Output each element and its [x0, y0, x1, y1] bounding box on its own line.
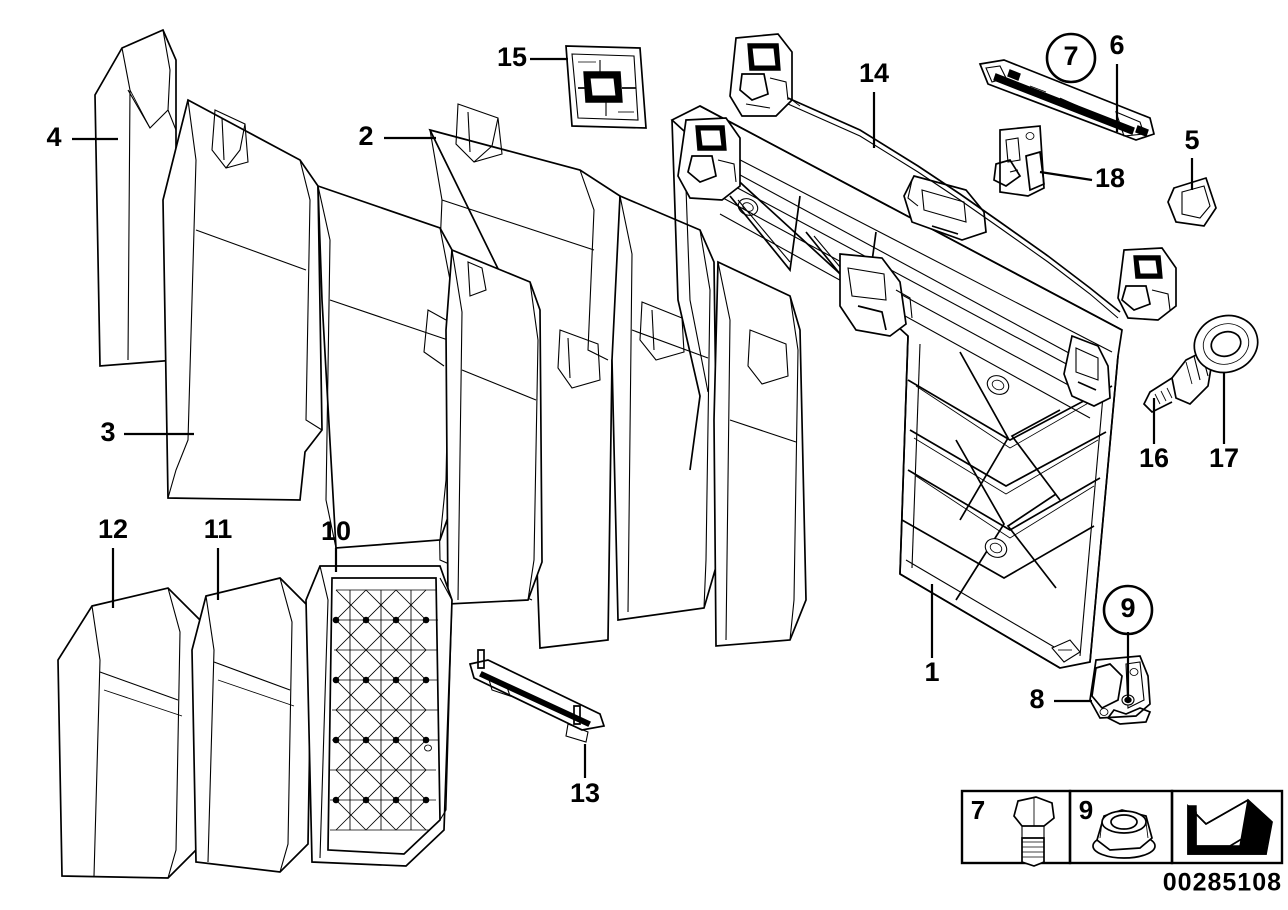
callout-label-12: 12: [98, 514, 128, 544]
callout-label-4: 4: [46, 122, 61, 152]
flange-nut-icon: [1092, 809, 1156, 859]
diagram-id-number: 00285108: [1163, 869, 1282, 897]
part-2c-side-shell: [713, 260, 807, 647]
callout-label-15: 15: [497, 42, 527, 72]
part-1-seat-back-frame-panel: [670, 105, 1123, 669]
callout-label-18: 18: [1095, 163, 1125, 193]
latch-mechanism-upper-left: [729, 33, 793, 117]
callout-label-14: 14: [859, 58, 889, 88]
legend-box: 7 9: [960, 789, 1284, 867]
callout-label-11: 11: [204, 514, 233, 544]
part-2-backrest-cover-right: [317, 103, 629, 649]
latch-mechanism-left-rail: [677, 117, 741, 201]
part-12-center-cushion-cover: [57, 587, 201, 879]
part-18-striker-bracket: [993, 125, 1045, 197]
part-5-cover-cap: [1167, 176, 1217, 227]
callout-label-13: 13: [570, 778, 600, 808]
part-14-release-cable: [787, 97, 1121, 319]
part-3-backrest-cover-left: [162, 98, 323, 501]
callout-circle-7: [1045, 32, 1097, 84]
part-15-access-cover-plate: [565, 45, 647, 129]
callout-leader-lines: [72, 57, 1226, 778]
callout-label-8: 8: [1029, 684, 1044, 714]
part-17-washer: [1193, 314, 1259, 374]
callout-label-7: 7: [1063, 41, 1078, 71]
part-10-lattice-support-panel: [305, 565, 453, 867]
callout-label-10: 10: [321, 516, 351, 546]
callout-label-6: 6: [1109, 30, 1124, 60]
legend-number-9: 9: [1079, 795, 1093, 825]
callout-label-2: 2: [358, 121, 373, 151]
latch-mechanism-center: [839, 253, 913, 337]
callout-label-16: 16: [1139, 443, 1169, 473]
part-13-retaining-strip: [468, 649, 606, 743]
latch-block-right-upper: [1117, 247, 1177, 321]
callout-label-1: 1: [924, 657, 939, 687]
part-8-hinge-bracket: [1089, 655, 1152, 725]
callout-label-9: 9: [1120, 593, 1135, 623]
callout-label-3: 3: [100, 417, 115, 447]
hex-bolt-icon: [1013, 796, 1055, 867]
latch-mechanism-right: [1063, 334, 1111, 407]
part-11-center-cushion-pad: [191, 577, 313, 873]
callout-circle-9: [1102, 584, 1154, 636]
arrow-fold-icon: [1187, 798, 1273, 855]
legend-cell-arrow: [1170, 789, 1284, 865]
legend-number-7: 7: [971, 795, 985, 825]
callout-label-17: 17: [1209, 443, 1239, 473]
release-actuator-block: [903, 174, 987, 241]
part-6-latch-rail-assembly: [978, 59, 1156, 141]
callout-label-5: 5: [1184, 125, 1199, 155]
part-2b-backrest-cover-far-right: [611, 194, 719, 621]
